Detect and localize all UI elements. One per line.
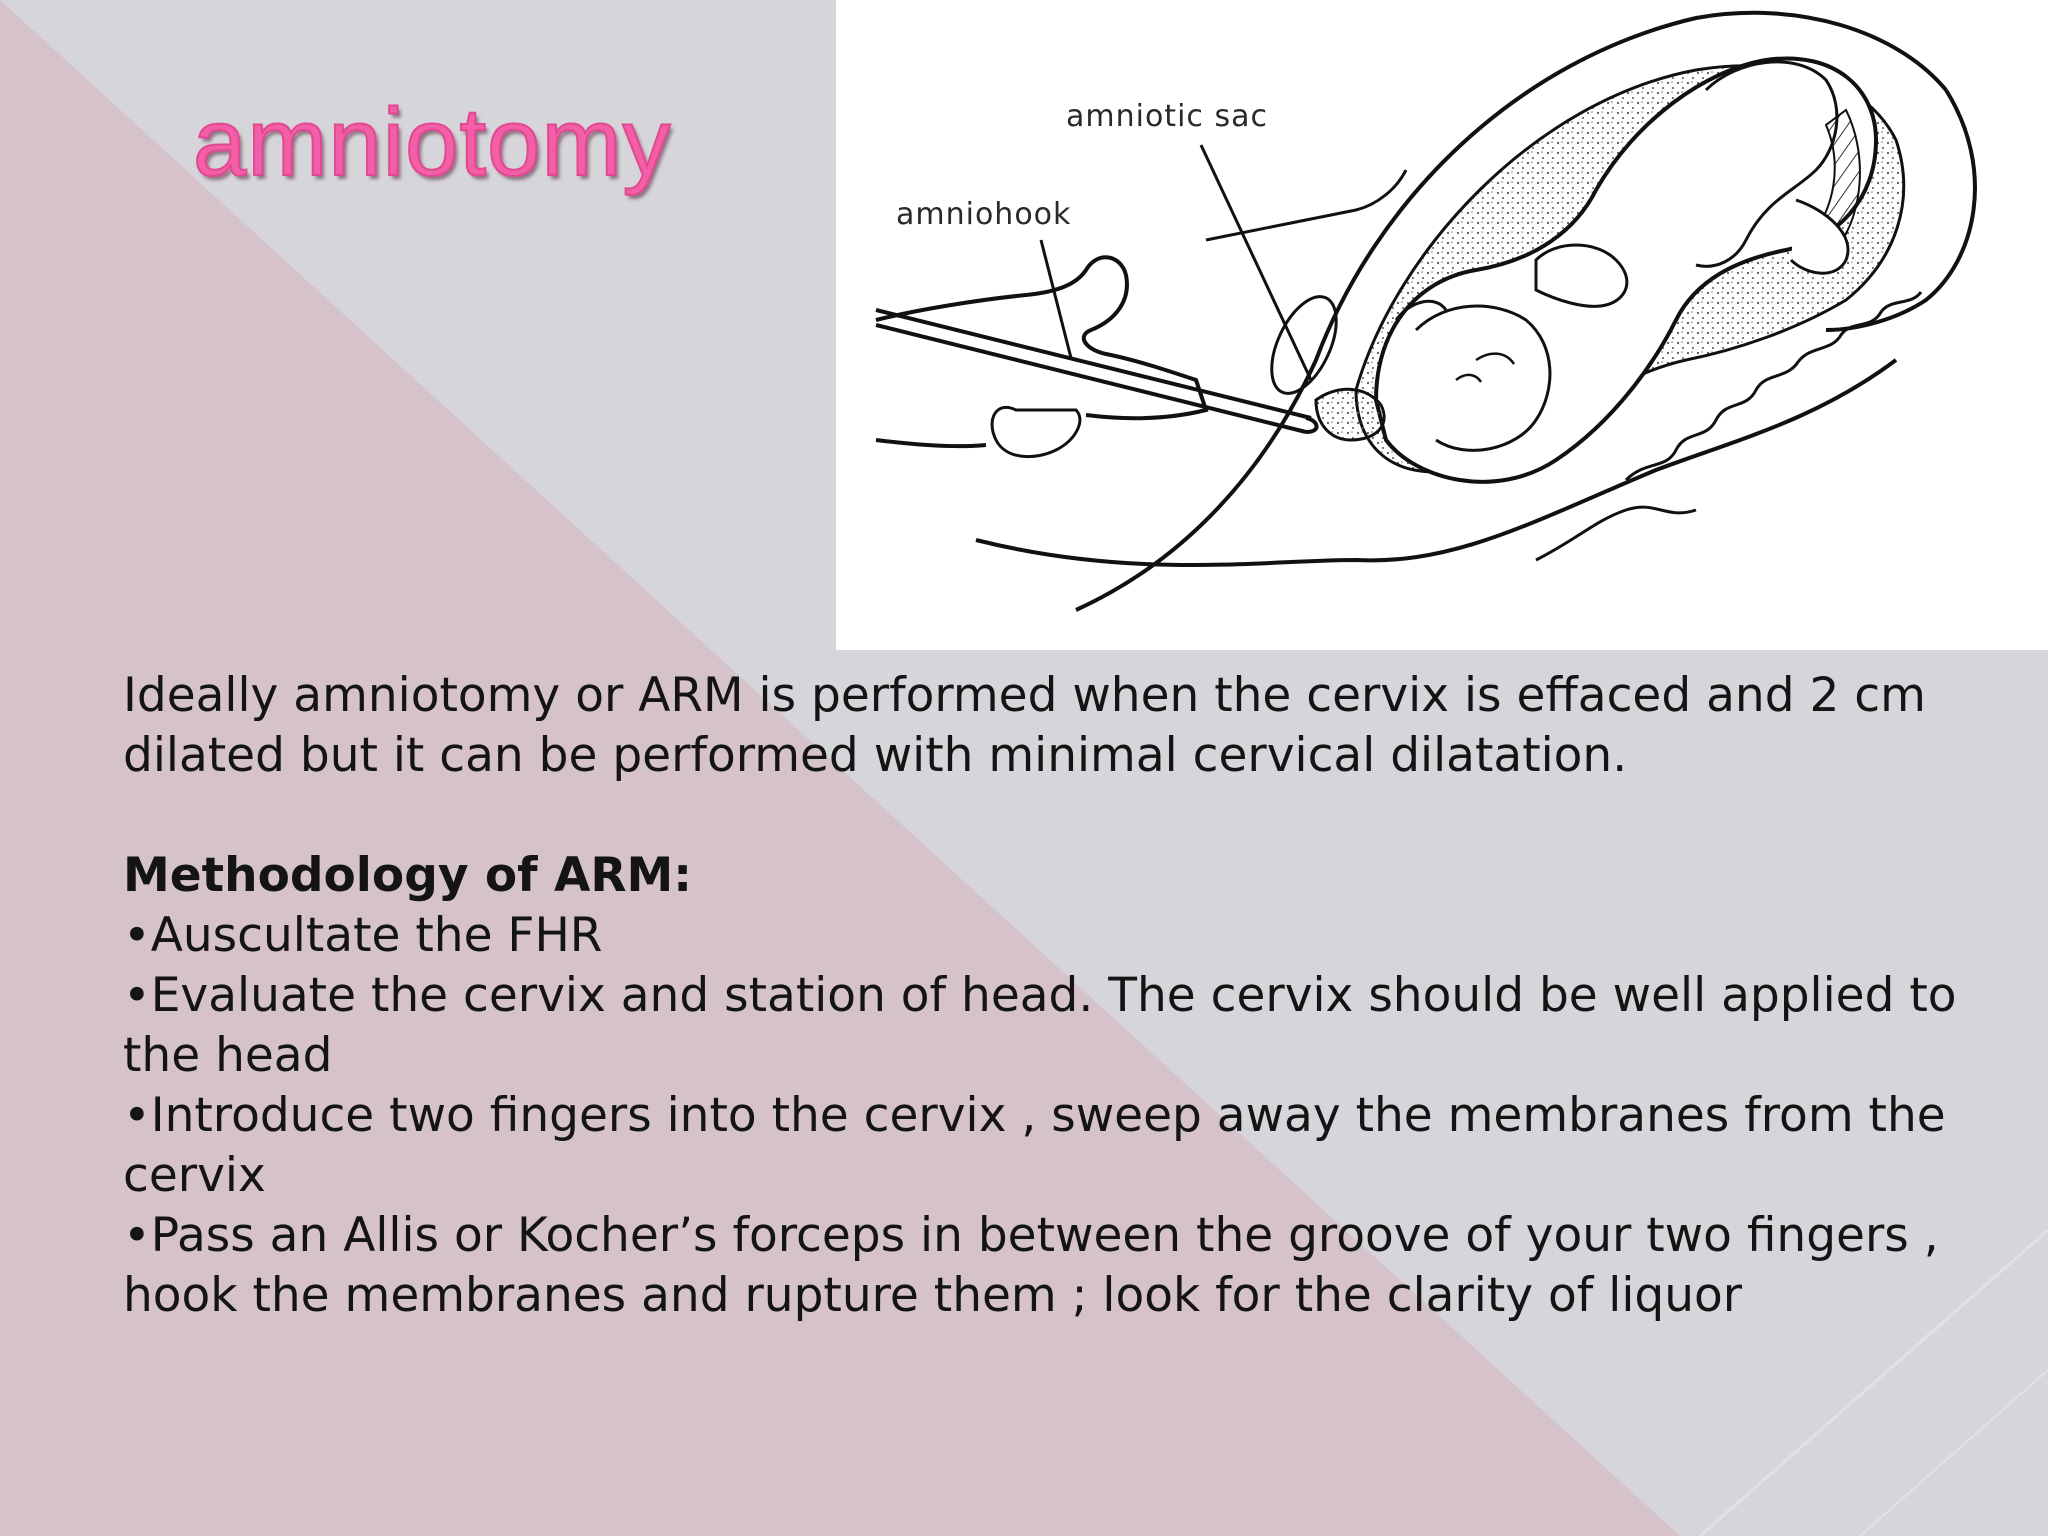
slide-body: Ideally amniotomy or ARM is performed wh…	[123, 666, 1983, 1326]
amniotomy-illustration: amniotic sac amniohook	[836, 0, 2048, 650]
amniohook-instrument	[875, 308, 1312, 420]
step-auscultate: •Auscultate the FHR	[123, 908, 603, 963]
slide-title: amniotomy	[192, 88, 672, 197]
step-evaluate-cervix: •Evaluate the cervix and station of head…	[123, 968, 1957, 1083]
amniotic-sac	[1314, 387, 1386, 442]
amniotic-sac-leader	[1199, 144, 1313, 381]
wavy-tissue	[1624, 290, 1923, 482]
fetus-head-contour	[1414, 304, 1552, 452]
label-amniohook: amniohook	[896, 197, 1071, 232]
fetus-body	[1373, 56, 1879, 484]
uterus-wall	[1075, 10, 1948, 612]
uterus-outer-contour	[975, 358, 1898, 567]
amniotomy-drawing: amniotic sac amniohook	[875, 10, 1977, 612]
paragraph-spacer	[123, 786, 1983, 846]
cervix-oval	[1270, 295, 1338, 395]
amniohook-leader	[1039, 239, 1073, 359]
step-introduce-fingers: •Introduce two fingers into the cervix ,…	[123, 1088, 1946, 1203]
step-pass-forceps: •Pass an Allis or Kocher’s forceps in be…	[123, 1208, 1939, 1323]
fetus-legs	[1695, 60, 1839, 268]
methodology-heading: Methodology of ARM:	[123, 848, 693, 903]
fetus-arm	[1534, 243, 1629, 308]
intro-paragraph: Ideally amniotomy or ARM is performed wh…	[123, 668, 1926, 783]
label-amniotic-sac: amniotic sac	[1066, 99, 1268, 134]
